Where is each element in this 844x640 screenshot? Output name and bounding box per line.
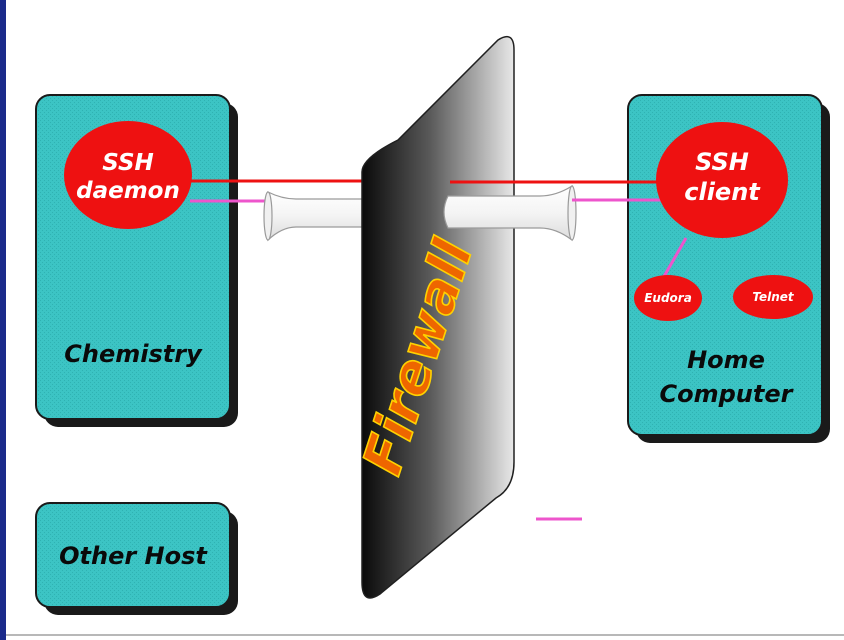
home-computer-label-2: Computer: [660, 380, 795, 408]
ssh-daemon-node: [64, 121, 192, 229]
firewall: [361, 35, 515, 599]
eudora-label: Eudora: [644, 291, 692, 305]
ssh-client-label-2: client: [684, 178, 761, 206]
other-host-box: [35, 502, 238, 615]
bottom-rule: [6, 634, 844, 636]
ssh-client-node: [656, 122, 788, 238]
magenta-link-eudora: [660, 237, 688, 281]
home-computer-label-1: Home: [687, 346, 765, 374]
chemistry-label: Chemistry: [64, 340, 203, 368]
tunnel-tube-left: [263, 191, 363, 242]
ssh-client-label-1: SSH: [695, 148, 749, 176]
left-edge-bar: [0, 0, 6, 640]
other-host-label: Other Host: [59, 542, 208, 570]
tunnel-tube-right: [443, 184, 577, 242]
telnet-label: Telnet: [752, 290, 795, 304]
telnet-node: [733, 275, 813, 319]
eudora-node: [634, 275, 702, 321]
ssh-daemon-label-1: SSH: [102, 150, 154, 176]
ssh-daemon-label-2: daemon: [76, 178, 180, 204]
